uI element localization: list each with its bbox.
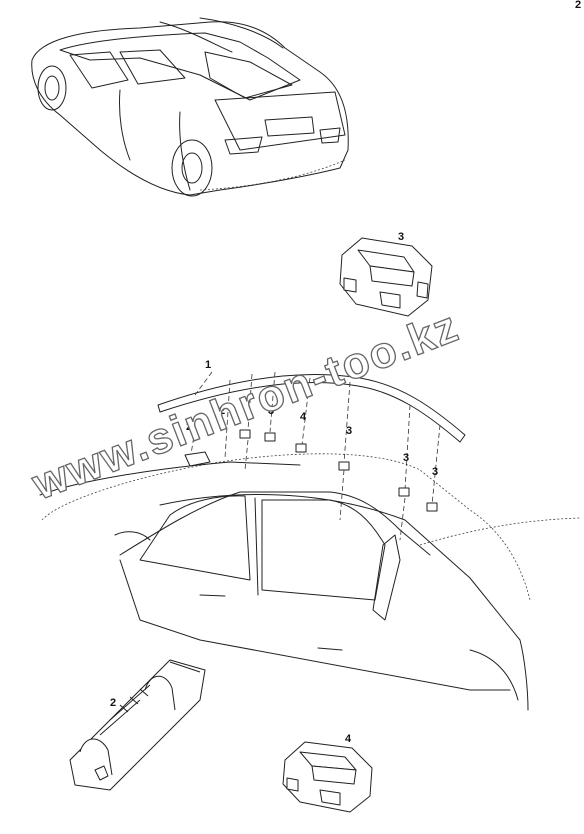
roof-clips — [184, 429, 438, 512]
callout-3-a: 3 — [244, 401, 250, 413]
car-overview-illustration — [31, 17, 349, 197]
clip-4-detail: 4 — [282, 733, 373, 813]
callout-2-a: 2 — [186, 421, 192, 433]
callout-1: 1 — [205, 359, 211, 371]
callout-3-top: 3 — [398, 231, 404, 243]
car-side-illustration — [39, 453, 581, 711]
corner-mark: 2 — [575, 0, 581, 11]
clip-3-detail: 3 — [339, 231, 433, 317]
roof-moulding-part: 1 — [157, 359, 466, 443]
watermark-text: www.sinhron-too.kz — [25, 301, 466, 509]
callout-3-c: 3 — [346, 425, 352, 437]
callout-4-b: 4 — [345, 733, 352, 745]
leader-lines — [189, 371, 441, 541]
callout-3-e: 3 — [432, 466, 438, 478]
clip-2-detail: 2 — [69, 659, 206, 791]
callout-2-c: 2 — [110, 697, 116, 709]
callout-4-a: 4 — [300, 411, 307, 423]
callout-2-b: 2 — [219, 405, 225, 417]
callout-3-b: 3 — [268, 405, 274, 417]
callout-3-d: 3 — [403, 452, 409, 464]
